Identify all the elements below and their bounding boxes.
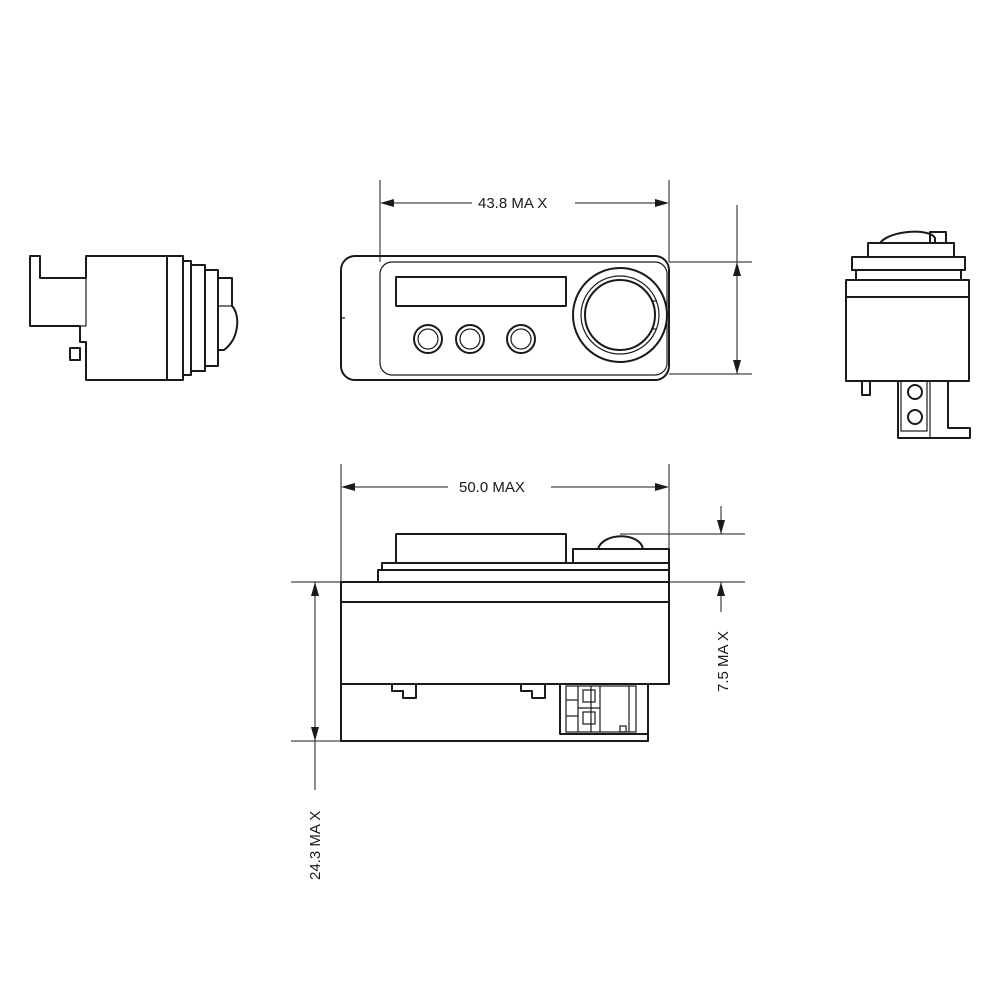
button-2 <box>455 324 485 354</box>
front-buttons <box>413 324 536 354</box>
right-connector <box>897 381 971 439</box>
front-width-dimension: 43.8 MA X <box>379 180 670 262</box>
display-window <box>395 276 567 307</box>
button-3 <box>506 324 536 354</box>
knob-height-dimension: 7.5 MA X <box>620 506 745 692</box>
side-height-dimension: 24.3 MA X <box>291 581 341 880</box>
front-view <box>340 255 670 381</box>
left-side-view <box>29 255 239 381</box>
side-height-label: 24.3 MA X <box>307 811 324 880</box>
front-height-dimension <box>669 205 752 375</box>
front-width-label: 43.8 MA X <box>478 195 547 212</box>
right-body <box>845 296 970 382</box>
right-knob-dome <box>879 230 936 244</box>
rotary-knob <box>572 267 668 363</box>
top-width-dimension: 50.0 MAX <box>340 464 670 582</box>
right-flange <box>845 279 970 298</box>
knob-height-label: 7.5 MA X <box>715 631 732 692</box>
top-width-label: 50.0 MAX <box>459 479 525 496</box>
button-1 <box>413 324 443 354</box>
right-side-view <box>845 230 971 439</box>
left-pin <box>69 347 81 361</box>
elevation-knob-dome <box>597 535 644 550</box>
elevation-terminal-block <box>559 683 649 735</box>
left-knob-profile <box>217 277 239 351</box>
left-body-outline <box>29 255 168 381</box>
elevation-body <box>340 601 670 685</box>
elevation-display-housing <box>395 533 567 563</box>
left-flange <box>166 255 184 381</box>
elevation-top-plate <box>340 581 670 603</box>
elevation-view <box>340 533 670 742</box>
front-bezel <box>379 261 668 376</box>
